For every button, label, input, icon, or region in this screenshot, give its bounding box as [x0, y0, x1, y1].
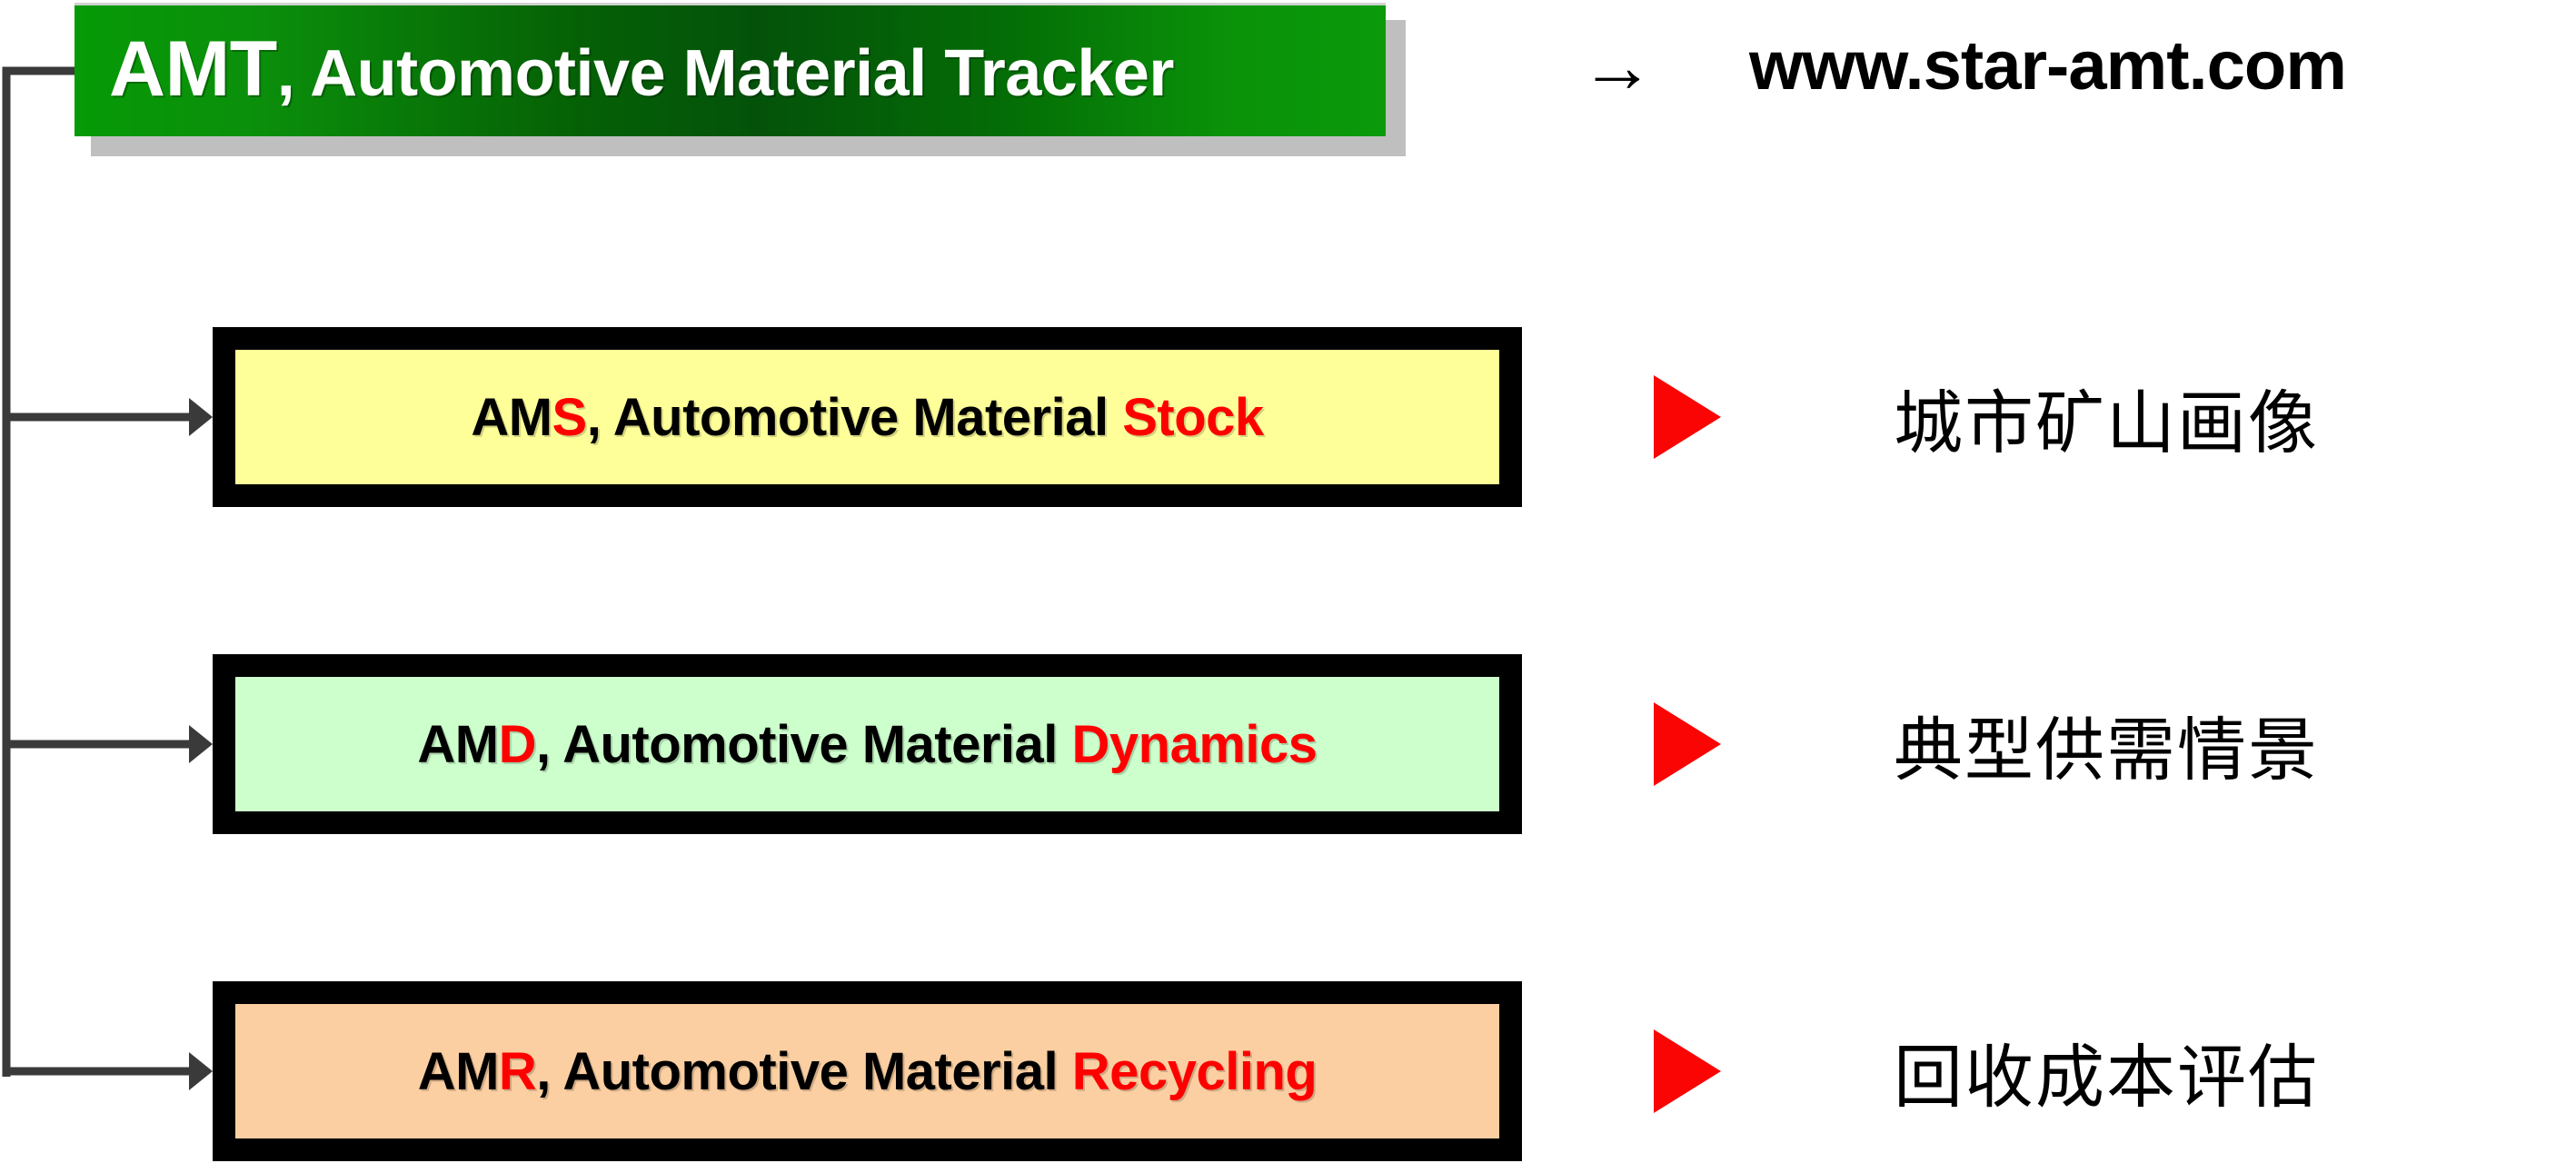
category-label-ams: AMS, Automotive Material Stock	[471, 387, 1264, 448]
category-fill-ams: AMS, Automotive Material Stock	[235, 350, 1499, 484]
amr-keyword: Recycling	[1071, 1041, 1318, 1101]
amd-middle: , Automotive Material	[536, 714, 1072, 774]
category-label-amd: AMD, Automotive Material Dynamics	[417, 714, 1318, 775]
outcome-row-amd: 典型供需情景	[1654, 654, 2319, 834]
ams-abbr-highlight: S	[552, 387, 588, 447]
amd-keyword: Dynamics	[1071, 714, 1318, 774]
category-box-ams[interactable]: AMS, Automotive Material Stock	[213, 327, 1522, 507]
amt-header-box[interactable]: AMT, Automotive Material Tracker	[75, 3, 1386, 136]
ams-keyword: Stock	[1122, 387, 1264, 447]
right-arrow-icon: →	[1580, 25, 1655, 108]
amr-abbr-highlight: R	[498, 1041, 537, 1101]
outcome-row-ams: 城市矿山画像	[1654, 327, 2319, 507]
outcome-label-amd: 典型供需情景	[1894, 710, 2319, 790]
website-url[interactable]: www.star-amt.com	[1749, 26, 2347, 104]
arrowhead-ams	[189, 398, 213, 436]
category-label-amr: AMR, Automotive Material Recycling	[418, 1041, 1318, 1102]
ams-abbr-prefix: AM	[471, 387, 552, 447]
amd-abbr-prefix: AM	[417, 714, 499, 774]
outcome-row-amr: 回收成本评估	[1654, 981, 2319, 1161]
amt-header-label: AMT, Automotive Material Tracker	[109, 25, 1174, 114]
arrowhead-amr	[189, 1052, 213, 1090]
play-triangle-icon	[1654, 702, 1721, 786]
amt-abbr: AMT	[109, 25, 277, 113]
arrowhead-amd	[189, 725, 213, 763]
amt-expansion: , Automotive Material Tracker	[276, 37, 1175, 110]
amr-abbr-prefix: AM	[417, 1041, 500, 1101]
outcome-label-ams: 城市矿山画像	[1894, 383, 2319, 463]
category-fill-amr: AMR, Automotive Material Recycling	[235, 1004, 1499, 1138]
play-triangle-icon	[1654, 1029, 1721, 1113]
category-fill-amd: AMD, Automotive Material Dynamics	[235, 677, 1499, 811]
category-box-amr[interactable]: AMR, Automotive Material Recycling	[213, 981, 1522, 1161]
connector-root	[2, 66, 75, 1077]
play-triangle-icon	[1654, 375, 1721, 459]
category-box-amd[interactable]: AMD, Automotive Material Dynamics	[213, 654, 1522, 834]
amr-middle: , Automotive Material	[536, 1041, 1072, 1101]
ams-middle: , Automotive Material	[586, 387, 1123, 447]
amd-abbr-highlight: D	[498, 714, 537, 774]
outcome-label-amr: 回收成本评估	[1894, 1037, 2319, 1118]
